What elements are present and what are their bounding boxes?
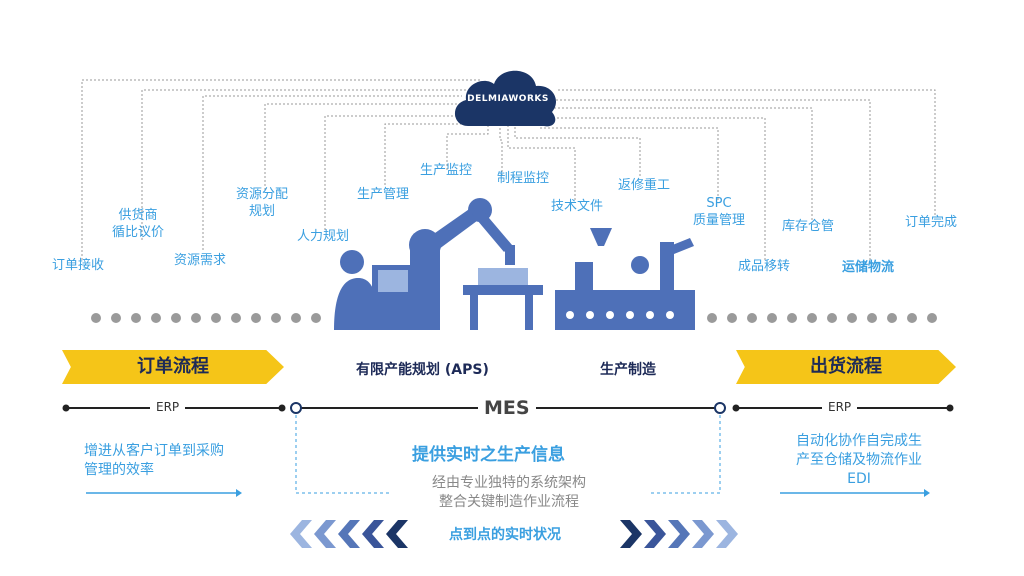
order-flow-band: 订单流程: [62, 350, 284, 384]
label-logistics: 运储物流: [842, 260, 895, 275]
label-inventory: 库存仓管: [782, 219, 835, 234]
label-finished-move: 成品移转: [738, 259, 791, 274]
label-prod-mgmt: 生产管理: [357, 187, 410, 202]
label-prod-monitor: 生产监控: [420, 163, 473, 178]
label-spc-quality: SPC 质量管理: [693, 196, 746, 228]
center-subtitle: 经由专业独特的系统架构 整合关键制造作业流程: [432, 475, 586, 510]
shipping-flow-band: 出货流程: [736, 350, 956, 384]
manufacturing-label: 生产制造: [600, 362, 656, 378]
label-manpower: 人力规划: [297, 229, 350, 244]
right-description: 自动化协作自完成生 产至仓储及物流作业 EDI: [796, 433, 922, 487]
label-supply-quote: 供货商 循比议价: [112, 208, 165, 240]
label-rework: 返修重工: [618, 178, 671, 193]
label-tech-docs: 技术文件: [551, 199, 604, 214]
left-description: 增进从客户订单到采购 管理的效率: [84, 443, 224, 478]
order-flow-label: 订单流程: [137, 356, 209, 377]
bottom-chevrons: [290, 520, 738, 548]
label-order-done: 订单完成: [905, 215, 958, 230]
erp-right-label: ERP: [822, 400, 858, 414]
shipping-flow-label: 出货流程: [810, 356, 882, 377]
center-title: 提供实时之生产信息: [412, 445, 565, 465]
label-process-monitor: 制程监控: [497, 171, 550, 186]
label-resource-alloc: 资源分配 规划: [236, 187, 289, 219]
logo-text: DELMIAWORKS: [467, 94, 549, 104]
label-order-receive: 订单接收: [52, 258, 105, 273]
cloud-icon: [454, 70, 557, 127]
label-resource-demand: 资源需求: [174, 253, 227, 268]
aps-label: 有限产能规划 (APS): [356, 362, 489, 378]
erp-left-label: ERP: [150, 400, 186, 414]
mes-label: MES: [478, 397, 536, 419]
bottom-label: 点到点的实时状况: [449, 527, 561, 543]
